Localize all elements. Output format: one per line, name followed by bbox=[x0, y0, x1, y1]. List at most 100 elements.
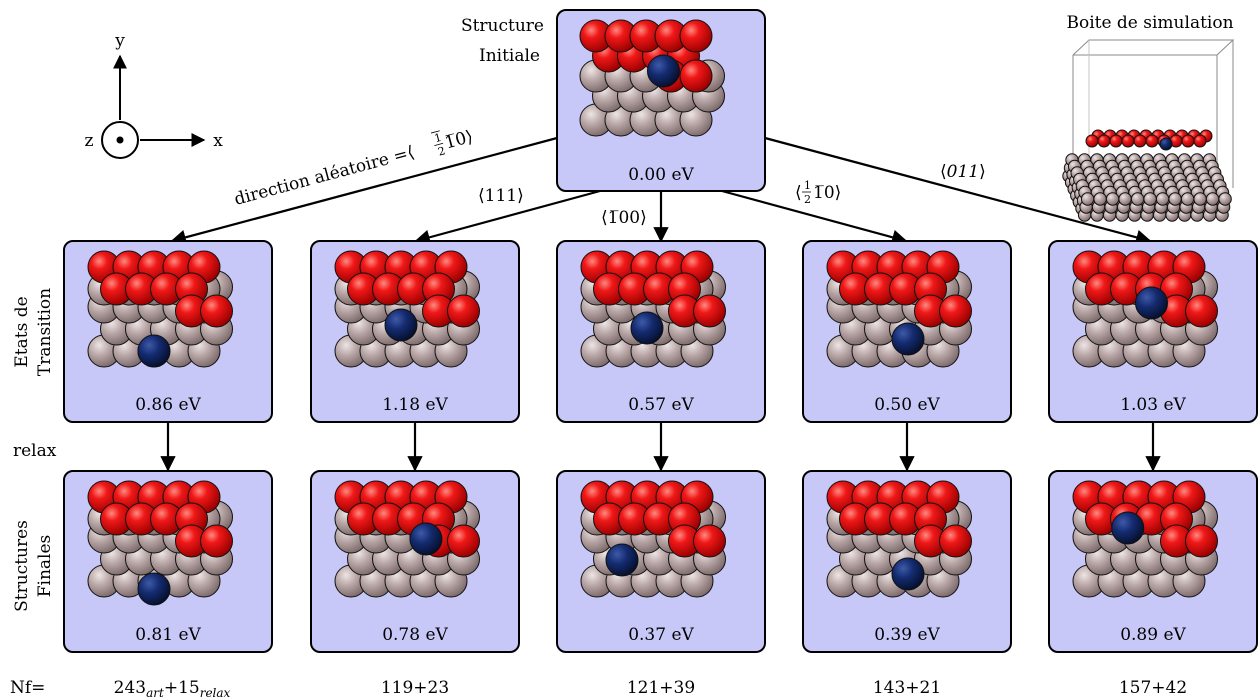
sim-oxygen-atom bbox=[1109, 134, 1123, 148]
half-frac-den: 2 bbox=[804, 193, 811, 206]
nf-value-3: 121+39 bbox=[627, 678, 695, 697]
transition-state-panel-4: 0.50 eV bbox=[802, 240, 1012, 423]
final-structure-panel-1: 0.81 eV bbox=[63, 470, 273, 653]
final-label-line1: Structures bbox=[12, 520, 32, 612]
sim-substrate-atom bbox=[1093, 192, 1107, 206]
z-axis-dot-icon bbox=[116, 136, 124, 144]
adatom bbox=[605, 543, 639, 577]
y-axis-label: y bbox=[114, 31, 125, 51]
final-structure-atoms bbox=[580, 480, 726, 598]
z-axis-out-icon bbox=[101, 121, 139, 159]
sim-substrate-atom bbox=[1080, 192, 1095, 206]
final-structure-panel-5: 0.89 eV bbox=[1048, 470, 1258, 653]
sim-substrate-atom bbox=[1168, 192, 1182, 206]
transition-state-atoms bbox=[826, 250, 972, 368]
sim-oxygen-atom bbox=[1121, 134, 1135, 148]
initial-structure: Structure Initiale 0.00 eV bbox=[461, 9, 766, 192]
final-structures-row: 0.81 eV 0.78 eV 0.37 eV 0.39 eV 0.89 eV bbox=[63, 470, 1258, 653]
sim-substrate-atom bbox=[1205, 192, 1220, 206]
label-011: ⟨011⟩ bbox=[940, 162, 986, 182]
sim-substrate-atom bbox=[1118, 192, 1132, 206]
sim-substrate-atom bbox=[1155, 192, 1170, 206]
simulation-box-title: Boite de simulation bbox=[1066, 13, 1233, 33]
initial-atoms bbox=[579, 19, 725, 137]
half-direction-rest: 1̅0⟩ bbox=[813, 183, 841, 203]
initial-label-line2: Initiale bbox=[479, 46, 540, 66]
adatom bbox=[647, 54, 680, 88]
oxygen-atom bbox=[939, 294, 972, 328]
simulation-box-atoms bbox=[1062, 129, 1232, 222]
transition-state-energy: 0.86 eV bbox=[135, 395, 201, 415]
row-labels: Etats de Transition relax Structures Fin… bbox=[12, 288, 57, 612]
arrow-011 bbox=[764, 136, 1152, 245]
sim-oxygen-atom bbox=[1085, 134, 1099, 148]
x-axis-label: x bbox=[213, 131, 223, 151]
random-direction-rest: 1̅0⟩ bbox=[443, 127, 475, 154]
sim-oxygen-atom bbox=[1097, 134, 1111, 148]
nf-label: Nf= bbox=[10, 678, 45, 697]
adatom bbox=[384, 308, 418, 342]
nf-value-4: 143+21 bbox=[873, 678, 941, 697]
oxygen-atom bbox=[679, 59, 713, 93]
oxygen-atom bbox=[693, 294, 726, 328]
final-structure-energy: 0.81 eV bbox=[135, 625, 201, 645]
relax-label: relax bbox=[13, 441, 57, 461]
adatom bbox=[137, 572, 171, 606]
simulation-box: Boite de simulation bbox=[1062, 13, 1235, 222]
arrow-random bbox=[170, 136, 558, 245]
initial-energy: 0.00 eV bbox=[628, 165, 694, 185]
final-structure-panel-3: 0.37 eV bbox=[556, 470, 766, 653]
final-structure-energy: 0.37 eV bbox=[628, 625, 694, 645]
sim-oxygen-atom bbox=[1193, 134, 1207, 148]
transition-label-line1: Etats de bbox=[12, 296, 32, 367]
adatom bbox=[891, 557, 925, 591]
sim-oxygen-atom bbox=[1181, 134, 1195, 148]
transition-state-atoms bbox=[334, 250, 480, 368]
adatom bbox=[409, 522, 443, 556]
transition-state-atoms bbox=[1072, 250, 1218, 368]
arrow-111 bbox=[414, 189, 601, 245]
final-structure-energy: 0.89 eV bbox=[1120, 625, 1186, 645]
adatom bbox=[1135, 286, 1168, 320]
transition-state-panel-2: 1.18 eV bbox=[310, 240, 520, 423]
initial-label-line1: Structure bbox=[461, 16, 544, 36]
arrow-half bbox=[721, 189, 908, 245]
adatom bbox=[630, 311, 664, 345]
oxygen-atom bbox=[1185, 294, 1218, 328]
label-111: ⟨111⟩ bbox=[478, 186, 524, 206]
transition-state-energy: 1.03 eV bbox=[1120, 395, 1186, 415]
random-frac-den: 2 bbox=[437, 144, 447, 158]
oxygen-atom bbox=[693, 524, 726, 558]
relax-arrows bbox=[160, 422, 1161, 472]
label-half-direction: ⟨ 1 2 1̅0⟩ bbox=[795, 179, 841, 206]
sim-substrate-atom bbox=[1105, 192, 1120, 206]
sim-oxygen-atom bbox=[1145, 134, 1159, 148]
transition-state-energy: 0.50 eV bbox=[874, 395, 940, 415]
half-frac-num: 1 bbox=[804, 179, 811, 192]
label-random-direction: direction aléatoire =⟨ 1 2 1̅0⟩ bbox=[232, 127, 475, 210]
final-label-line2: Finales bbox=[35, 535, 55, 598]
adatom bbox=[1111, 511, 1145, 545]
sim-substrate-atom bbox=[1130, 192, 1145, 206]
label-100: ⟨1̅00⟩ bbox=[601, 208, 647, 228]
z-axis-label: z bbox=[85, 131, 94, 151]
final-structure-atoms bbox=[826, 480, 972, 598]
transition-state-panel-1: 0.86 eV bbox=[63, 240, 273, 423]
axes-indicator: y x z bbox=[85, 31, 223, 159]
random-frac-num: 1 bbox=[433, 131, 443, 145]
adatom bbox=[891, 322, 925, 356]
oxygen-atom bbox=[200, 294, 233, 328]
nf-value-5: 157+42 bbox=[1119, 678, 1187, 697]
final-structure-panel-2: 0.78 eV bbox=[310, 470, 520, 653]
oxygen-atom bbox=[939, 524, 972, 558]
oxygen-atom bbox=[1185, 524, 1218, 558]
final-structure-atoms bbox=[334, 480, 480, 598]
adatom bbox=[137, 334, 171, 368]
sim-substrate-atom bbox=[1180, 192, 1195, 206]
transition-label-line2: Transition bbox=[35, 288, 55, 376]
final-structure-panel-4: 0.39 eV bbox=[802, 470, 1012, 653]
transition-state-panel-5: 1.03 eV bbox=[1048, 240, 1258, 423]
